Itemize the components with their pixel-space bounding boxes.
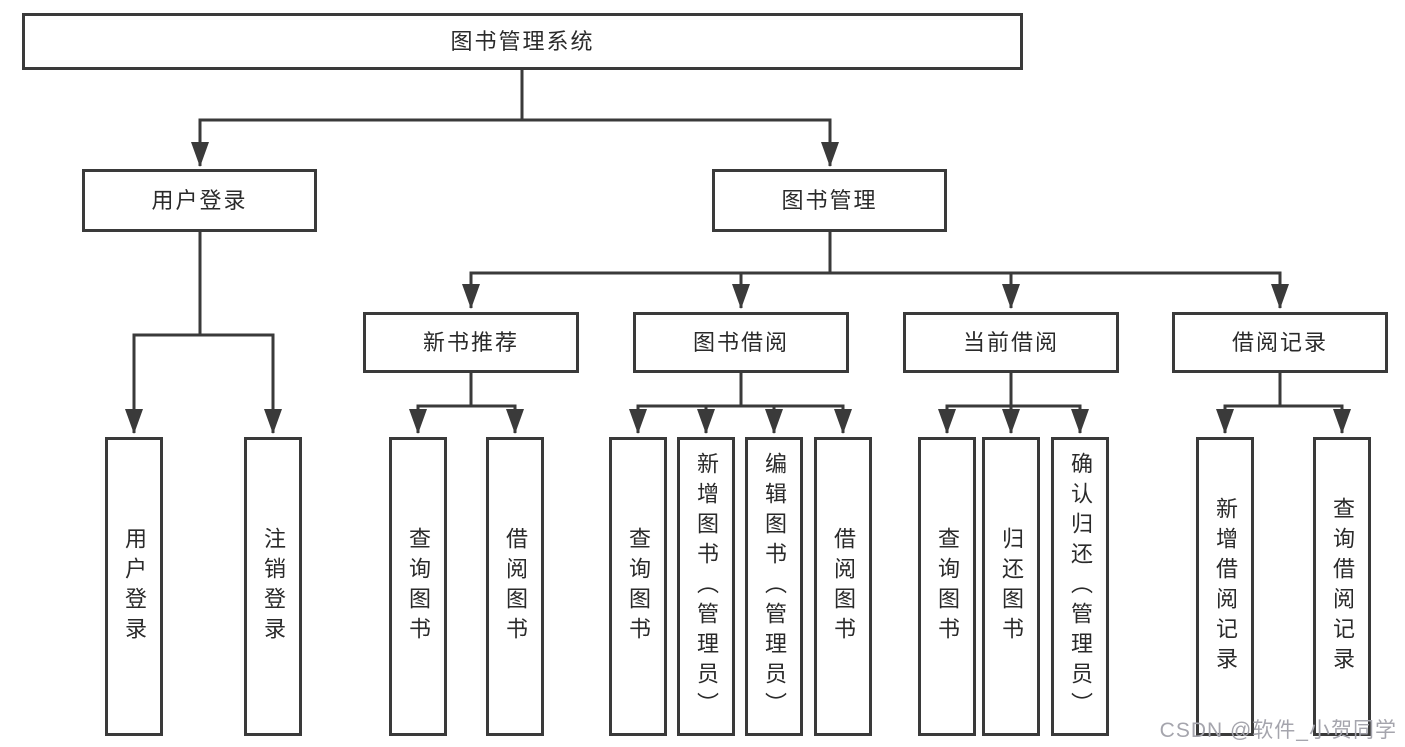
leaf-borrow-book: 借阅图书 — [814, 437, 872, 736]
node-book-borrow: 图书借阅 — [633, 312, 849, 373]
node-new-book-recommend: 新书推荐 — [363, 312, 579, 373]
edges-new-book-children — [409, 373, 524, 434]
leaf-add-book-admin: 新增图书（管理员） — [677, 437, 735, 736]
edges-root-to-level2 — [191, 70, 839, 167]
leaf-query-book-current: 查询图书 — [918, 437, 976, 736]
edges-book-management-children — [462, 232, 1289, 309]
leaf-return-book: 归还图书 — [982, 437, 1040, 736]
node-current-borrow: 当前借阅 — [903, 312, 1119, 373]
leaf-borrow-book-recommend: 借阅图书 — [486, 437, 544, 736]
leaf-query-book-recommend: 查询图书 — [389, 437, 447, 736]
edges-book-borrow-children — [629, 373, 852, 434]
csdn-watermark: CSDN @软件_小贺同学 — [1159, 719, 1397, 742]
leaf-confirm-return-admin: 确认归还（管理员） — [1051, 437, 1109, 736]
leaf-query-borrow-record: 查询借阅记录 — [1313, 437, 1371, 736]
node-root-library-system: 图书管理系统 — [22, 13, 1023, 70]
node-borrow-records: 借阅记录 — [1172, 312, 1388, 373]
leaf-edit-book-admin: 编辑图书（管理员） — [745, 437, 803, 736]
leaf-add-borrow-record: 新增借阅记录 — [1196, 437, 1254, 736]
edges-current-borrow-children — [938, 373, 1089, 434]
node-book-management: 图书管理 — [712, 169, 947, 232]
leaf-user-login: 用户登录 — [105, 437, 163, 736]
edges-borrow-records-children — [1216, 373, 1351, 434]
leaf-logout: 注销登录 — [244, 437, 302, 736]
node-user-login: 用户登录 — [82, 169, 317, 232]
edges-user-login-children — [125, 232, 282, 434]
leaf-query-book-borrow: 查询图书 — [609, 437, 667, 736]
